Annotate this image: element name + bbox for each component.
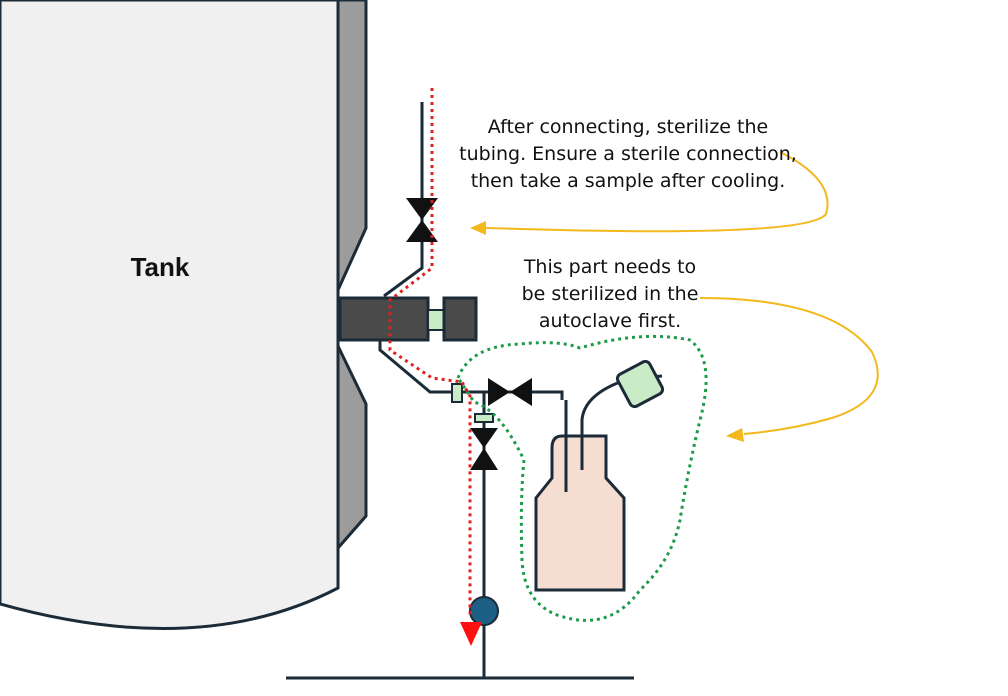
- steam-inlet-pipe: [383, 102, 424, 298]
- outlet-pipe: [378, 340, 564, 400]
- autoclave-note: This part needs to be sterilized in the …: [521, 256, 699, 332]
- port-flange: [338, 296, 430, 342]
- sample-bottle: [534, 434, 626, 592]
- sterile-zone-outline: [456, 334, 708, 622]
- inlet-valve[interactable]: [406, 198, 438, 242]
- annotation-arrowhead-autoclave: [726, 428, 744, 442]
- tank-label: Tank: [130, 252, 190, 282]
- annotation-arrow-tubing: [485, 151, 829, 233]
- port-coupling: [427, 309, 445, 331]
- sampling-path-arrowhead: [460, 622, 482, 646]
- sterile-connector-lower: [474, 413, 494, 423]
- sterilize-tubing-note: After connecting, sterilize the tubing. …: [459, 116, 797, 192]
- annotation-arrowhead-tubing: [470, 221, 486, 235]
- sterile-connector: [451, 383, 463, 403]
- port-cap: [442, 296, 478, 342]
- vent-tube: [580, 380, 621, 470]
- vent-filter: [615, 359, 665, 409]
- tank-body: [0, 0, 340, 630]
- sampling-path: [388, 88, 472, 618]
- annotation-arrow-autoclave: [699, 297, 879, 435]
- pump-circle: [469, 596, 499, 626]
- tank-wall: [336, 0, 368, 552]
- drain-valve[interactable]: [470, 428, 498, 470]
- horizontal-valve[interactable]: [488, 378, 532, 406]
